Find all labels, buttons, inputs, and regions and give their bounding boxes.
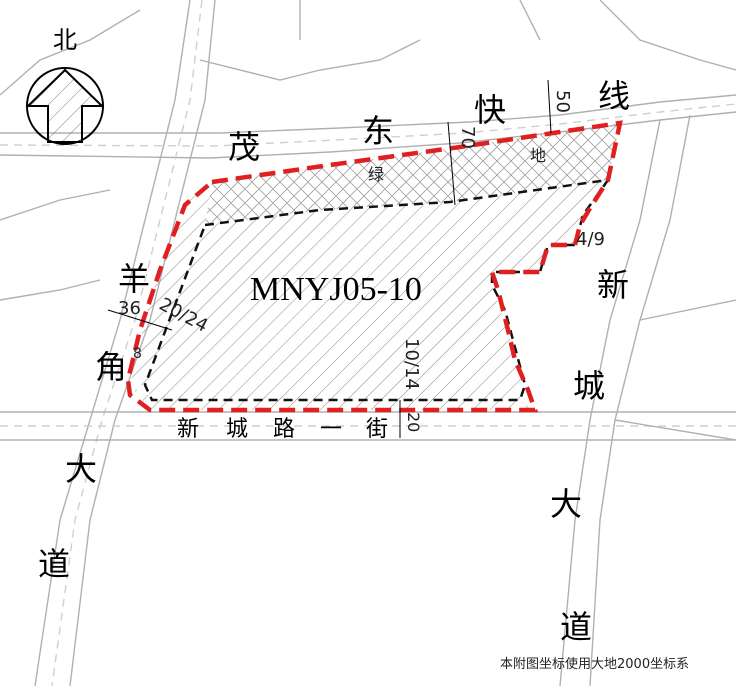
road-char: 茂 [228, 128, 260, 166]
south-strip-hatch [130, 385, 535, 410]
road-char: 新 [177, 417, 199, 442]
road-char: 羊 [118, 260, 150, 298]
land-boundary [125, 120, 623, 413]
west-strip-hatch [130, 182, 212, 385]
road-char: 快 [474, 91, 506, 129]
building-line [143, 178, 611, 402]
dim-west-road-width: 36 [118, 298, 141, 319]
coordinate-note: 本附图坐标使用大地2000坐标系 [500, 656, 689, 672]
road-char: 城 [573, 367, 605, 405]
green-label-1: 绿 [368, 165, 384, 184]
dim-north-road-width: 50 [552, 90, 573, 113]
road-north-label: 茂 东 快 线 [228, 77, 630, 166]
dim-east-setback: 4/9 [576, 229, 605, 250]
dimension-lines [107, 79, 552, 438]
dim-south-setback: 10/14 [401, 338, 422, 390]
parcel-hatch [145, 180, 608, 400]
road-char: 新 [597, 266, 629, 304]
parcel-code: MNYJ05-10 [250, 271, 422, 308]
road-south-label: 新 城 路 一 街 [177, 417, 388, 442]
road-char: 大 [65, 450, 97, 488]
road-west-label: 羊 角 大 道 [38, 260, 150, 583]
road-char: 道 [560, 608, 592, 646]
north-label: 北 [53, 26, 77, 54]
road-char: 角 [95, 348, 127, 386]
dim-west-setback-small: 8 [133, 346, 142, 362]
road-char: 线 [598, 77, 630, 115]
green-belt-area [205, 123, 620, 225]
road-char: 城 [226, 417, 248, 442]
road-char: 路 [273, 417, 295, 442]
road-char: 东 [362, 112, 394, 150]
road-char: 一 [320, 417, 342, 442]
road-char: 道 [38, 545, 70, 583]
road-char: 街 [366, 417, 388, 442]
road-east-label: 新 城 大 道 [550, 266, 629, 646]
dim-south-road-width: 20 [404, 412, 423, 432]
north-arrow [25, 67, 105, 145]
road-char: 大 [550, 485, 582, 523]
dim-north-setback: 70 [457, 126, 478, 149]
green-label-2: 地 [530, 146, 546, 165]
